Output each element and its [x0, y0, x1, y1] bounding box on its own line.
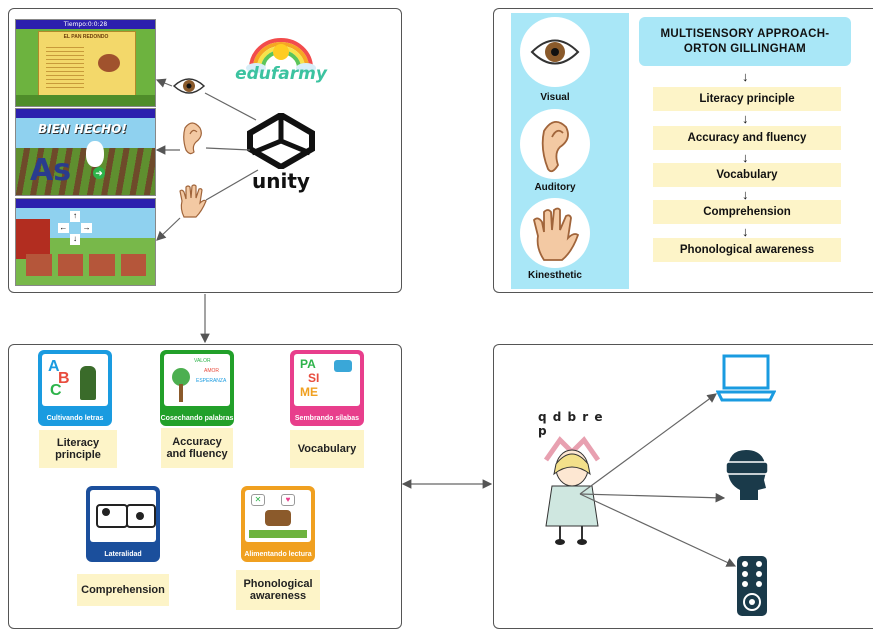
hand-icon [533, 207, 580, 261]
letters-display: As [30, 153, 72, 188]
connector-unity-hand [205, 169, 259, 201]
step-comprehension: Comprehension [653, 200, 841, 224]
edufarmy-logo: edufarmy [226, 28, 336, 88]
arrow-child-vr [579, 492, 726, 503]
arrow-child-laptop [579, 393, 717, 495]
card-label-accuracy-fluency: Accuracy and fluency [161, 428, 233, 468]
ear-icon [541, 121, 569, 173]
sense-label-visual: Visual [540, 92, 570, 103]
ear-icon [180, 120, 204, 161]
arrow-hand-screenshot [156, 217, 181, 241]
sense-circle-visual [520, 17, 590, 87]
watering-can-icon [334, 360, 352, 372]
game-screenshot-laterality: ↑ ←→ ↓ [15, 198, 156, 286]
card-caption: Sembrando sílabas [294, 415, 360, 422]
eye-icon [172, 74, 206, 103]
next-arrow-icon: ➜ [93, 167, 105, 179]
approach-title: MULTISENSORY APPROACH-ORTON GILLINGHAM [660, 27, 830, 55]
card-caption: Cultivando letras [46, 415, 104, 422]
game-card-alimentando-lectura: ✕♥ Alimentando lectura [241, 486, 315, 562]
sense-circle-auditory [520, 109, 590, 179]
game-card-lateralidad: Lateralidad [86, 486, 160, 562]
card-label-vocabulary: Vocabulary [290, 430, 364, 468]
card-label-comprehension: Comprehension [77, 574, 169, 606]
connector-unity-ear [205, 147, 251, 151]
card-label-literacy-principle: Literacy principle [39, 430, 117, 468]
eye-icon [530, 39, 580, 65]
hand-icon [176, 183, 208, 224]
story-title: EL PAN REDONDO [63, 34, 109, 40]
game-screenshot-reading: Tiempo:0:0:28 EL PAN REDONDO [15, 19, 156, 107]
card-label-phonological-awareness: Phonological awareness [236, 570, 320, 610]
flow-arrow-3: ↓ [742, 150, 749, 165]
approach-title-box: MULTISENSORY APPROACH-ORTON GILLINGHAM [639, 17, 851, 66]
barn [16, 219, 50, 259]
unity-logo: unity [246, 111, 316, 197]
connector-unity-eye [204, 92, 257, 121]
bread-illustration [98, 54, 120, 72]
sense-label-auditory: Auditory [534, 182, 576, 193]
arrow-pad: ↑ ←→ ↓ [58, 211, 92, 245]
flow-arrow-4: ↓ [742, 187, 749, 202]
card-caption: Alimentando lectura [244, 551, 312, 558]
laptop-icon [715, 354, 777, 411]
game-timer: Tiempo:0:0:28 [16, 20, 155, 29]
remote-control-icon [735, 554, 769, 623]
success-banner: BIEN HECHO! [38, 122, 127, 136]
flow-arrow-2: ↓ [742, 111, 749, 126]
bunny-character [86, 141, 104, 167]
vr-headset-icon [724, 446, 770, 509]
step-vocabulary: Vocabulary [653, 163, 841, 187]
arrow-child-remote [579, 493, 737, 567]
arrow-eye-screenshot [155, 78, 173, 88]
step-phonological-awareness: Phonological awareness [653, 238, 841, 262]
floating-letters: q d b r e p [538, 410, 604, 438]
horse-illustration [265, 510, 291, 526]
step-accuracy-fluency: Accuracy and fluency [653, 126, 841, 150]
step-literacy-principle: Literacy principle [653, 87, 841, 111]
sense-circle-kinesthetic [520, 198, 590, 268]
sense-label-kinesthetic: Kinesthetic [528, 270, 582, 281]
card-caption: Cosechando palabras [160, 415, 234, 422]
game-screenshot-letters: BIEN HECHO! As ➜ [15, 108, 156, 196]
flow-arrow-5: ↓ [742, 224, 749, 239]
card-caption: Lateralidad [104, 551, 142, 558]
flow-arrow-1: ↓ [742, 69, 749, 84]
